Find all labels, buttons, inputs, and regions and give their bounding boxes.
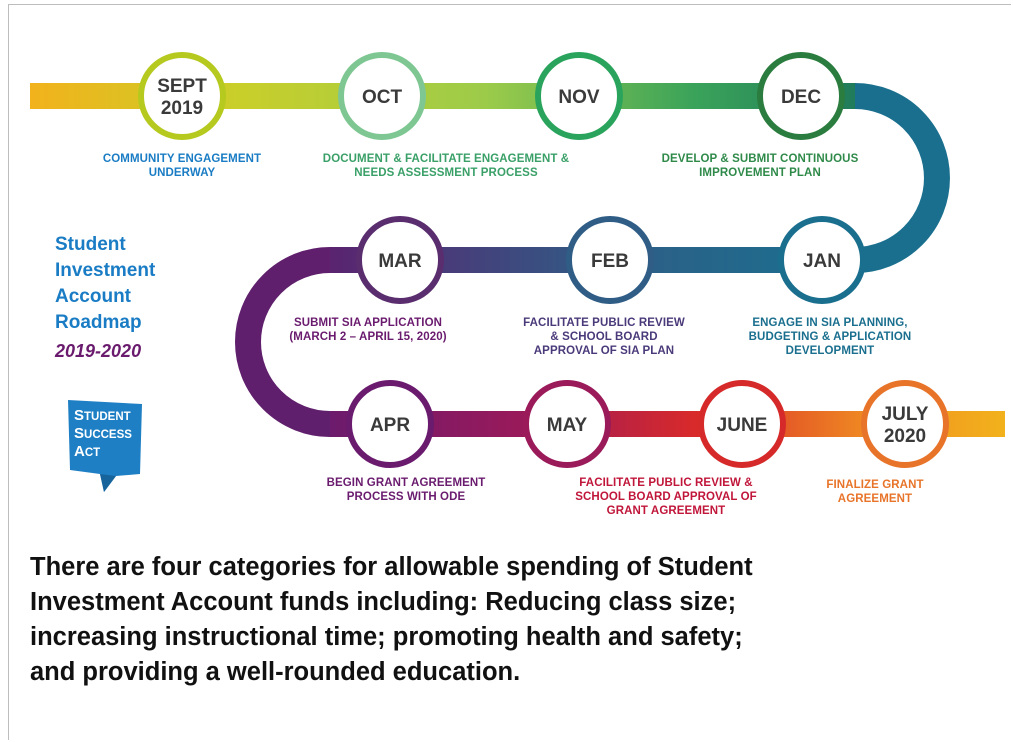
road-curve-right: [854, 83, 950, 273]
caption-line: FINALIZE GRANT: [826, 479, 924, 491]
milestone-label: NOV: [558, 87, 600, 108]
caption-mar: SUBMIT SIA APPLICATION (MARCH 2 – APRIL 1…: [268, 316, 468, 344]
logo-line-2: UCCESS: [84, 429, 132, 441]
milestone-jan: JAN: [778, 216, 866, 304]
student-success-act-logo: STUDENT SUCCESS ACT: [68, 400, 142, 492]
milestone-apr: APR: [346, 380, 434, 468]
milestone-label: APR: [370, 415, 410, 436]
milestone-label: DEC: [781, 87, 821, 108]
milestone-label: FEB: [591, 251, 629, 272]
milestone-dec: DEC: [757, 52, 845, 140]
milestone-label: JUNE: [717, 415, 768, 436]
milestone-label: 2020: [884, 426, 926, 447]
caption-dec: DEVELOP & SUBMIT CONTINUOUS IMPROVEMENT P…: [640, 152, 880, 180]
title-line: Investment: [55, 260, 156, 281]
milestone-label: 2019: [161, 98, 203, 119]
milestone-label: SEPT: [157, 76, 207, 97]
caption-line: UNDERWAY: [148, 167, 216, 179]
milestone-may: MAY: [523, 380, 611, 468]
milestone-circle: [138, 52, 226, 140]
milestone-feb: FEB: [566, 216, 654, 304]
milestone-circle: [778, 216, 866, 304]
caption-line: PROCESS WITH ODE: [346, 491, 466, 503]
milestone-label: OCT: [362, 87, 403, 108]
roadmap-title: Student Investment Account Roadmap 2019-…: [55, 232, 155, 366]
title-line: Roadmap: [55, 312, 142, 333]
caption-line: BUDGETING & APPLICATION: [748, 331, 912, 343]
milestone-circle: [346, 380, 434, 468]
caption-line: FACILITATE PUBLIC REVIEW: [523, 317, 685, 329]
caption-feb: FACILITATE PUBLIC REVIEW & SCHOOL BOARD AP…: [506, 316, 702, 358]
title-line: Student: [55, 234, 126, 255]
caption-jan: ENGAGE IN SIA PLANNING, BUDGETING & APPLI…: [730, 316, 930, 358]
milestone-circle: [535, 52, 623, 140]
milestone-label: JULY: [882, 404, 929, 425]
caption-line: NEEDS ASSESSMENT PROCESS: [354, 167, 538, 179]
caption-line: DEVELOPMENT: [785, 345, 875, 357]
milestone-circle: [861, 380, 949, 468]
footer-line: Investment Account funds including: Redu…: [30, 588, 737, 616]
title-years: 2019-2020: [55, 341, 142, 361]
milestone-label: MAR: [378, 251, 422, 272]
milestone-nov: NOV: [535, 52, 623, 140]
caption-apr: BEGIN GRANT AGREEMENT PROCESS WITH ODE: [306, 476, 506, 504]
caption-line: BEGIN GRANT AGREEMENT: [326, 477, 486, 489]
milestone-circle: [757, 52, 845, 140]
footer-line: increasing instructional time; promoting…: [30, 623, 743, 651]
milestone-label: MAY: [547, 415, 588, 436]
caption-oct: DOCUMENT & FACILITATE ENGAGEMENT & NEEDS …: [306, 152, 586, 180]
milestone-june: JUNE: [698, 380, 786, 468]
caption-line: GRANT AGREEMENT: [606, 505, 726, 517]
caption-line: SUBMIT SIA APPLICATION: [293, 317, 443, 329]
caption-line: AGREEMENT: [837, 493, 913, 505]
milestone-circle: [356, 216, 444, 304]
road-curve-left: [235, 247, 331, 437]
milestone-mar: MAR: [356, 216, 444, 304]
slide-frame: [8, 4, 1011, 740]
svg-text:ACT: ACT: [74, 443, 100, 460]
caption-line: ENGAGE IN SIA PLANNING,: [752, 317, 908, 329]
milestone-label: JAN: [803, 251, 841, 272]
caption-line: APPROVAL OF SIA PLAN: [533, 345, 675, 357]
footer-line: There are four categories for allowable …: [30, 553, 753, 581]
caption-june: FACILITATE PUBLIC REVIEW & SCHOOL BOARD A…: [556, 476, 776, 518]
caption-line: DEVELOP & SUBMIT CONTINUOUS: [661, 153, 859, 165]
logo-line-3: CT: [85, 447, 100, 459]
caption-july: FINALIZE GRANT AGREEMENT: [800, 478, 950, 506]
milestone-circle: [698, 380, 786, 468]
caption-sept: COMMUNITY ENGAGEMENT UNDERWAY: [84, 152, 280, 180]
svg-text:STUDENT: STUDENT: [74, 407, 131, 424]
caption-line: DOCUMENT & FACILITATE ENGAGEMENT &: [322, 153, 570, 165]
footer-line: and providing a well-rounded education.: [30, 658, 521, 686]
svg-text:SUCCESS: SUCCESS: [74, 425, 132, 442]
milestone-circle: [566, 216, 654, 304]
caption-line: & SCHOOL BOARD: [550, 331, 658, 343]
caption-line: COMMUNITY ENGAGEMENT: [102, 153, 262, 165]
caption-line: SCHOOL BOARD APPROVAL OF: [575, 491, 757, 503]
caption-line: IMPROVEMENT PLAN: [699, 167, 821, 179]
caption-line: FACILITATE PUBLIC REVIEW &: [579, 477, 753, 489]
title-line: Account: [55, 286, 131, 307]
spending-categories-text: There are four categories for allowable …: [30, 550, 990, 690]
milestone-circle: [523, 380, 611, 468]
milestone-oct: OCT: [338, 52, 426, 140]
logo-line-1: TUDENT: [84, 411, 131, 423]
milestone-circle: [338, 52, 426, 140]
caption-line: (MARCH 2 – APRIL 15, 2020): [289, 331, 447, 343]
